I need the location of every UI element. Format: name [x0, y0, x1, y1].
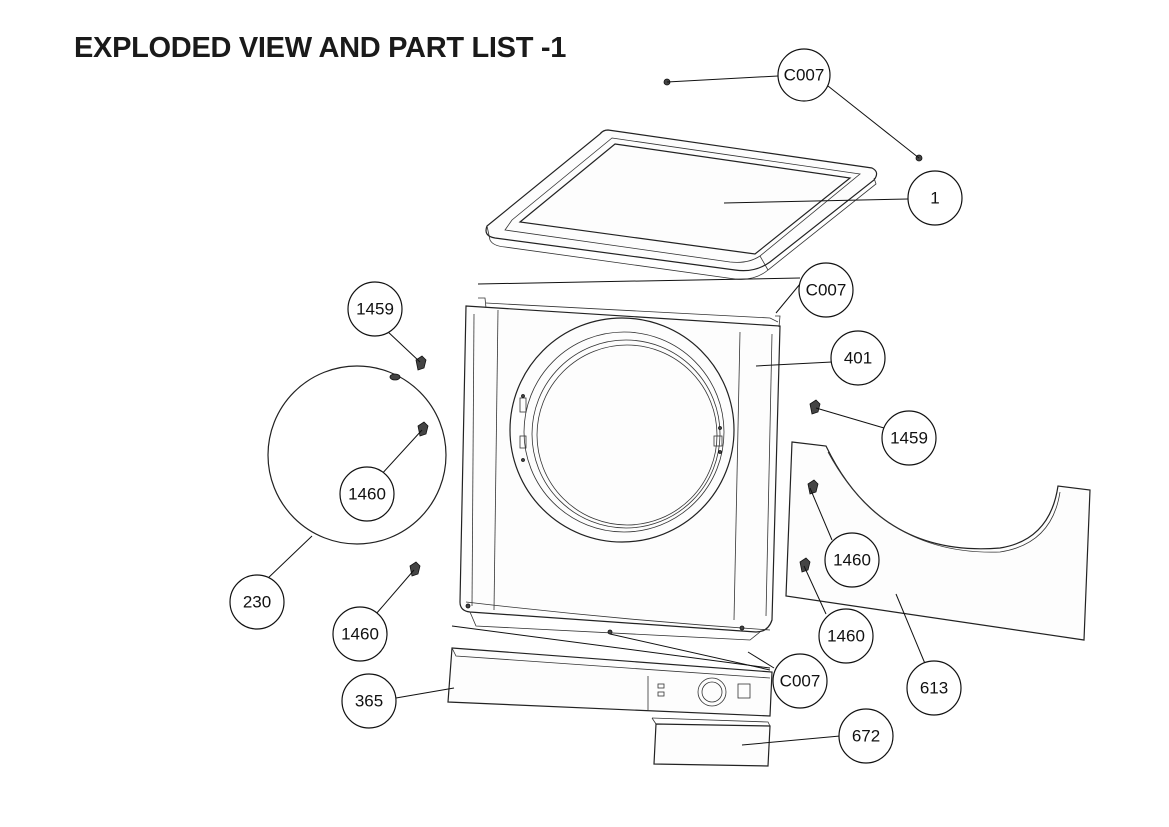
callout-365: 365	[341, 673, 397, 729]
callout-label: 1460	[341, 625, 379, 644]
front-panel-part	[459, 297, 781, 641]
callout-label: 1459	[890, 429, 928, 448]
hinge-clips	[409, 78, 923, 577]
callout-1460-circle: 1460	[339, 466, 395, 522]
callout-label: 1460	[827, 627, 865, 646]
callout-672: 672	[838, 708, 894, 764]
callout-label: 1460	[833, 551, 871, 570]
callout-label: 1	[930, 189, 939, 208]
callout-1459-right: 1459	[881, 410, 937, 466]
rear-panel-part	[785, 441, 1091, 641]
control-panel-part	[447, 647, 773, 717]
callout-c007-bottom: C007	[772, 653, 828, 709]
page-title: EXPLODED VIEW AND PART LIST -1	[74, 32, 567, 64]
callout-230: 230	[229, 574, 285, 630]
callout-613: 613	[906, 660, 962, 716]
callout-label: C007	[784, 66, 825, 85]
callout-label: 672	[852, 727, 880, 746]
door-glass-part	[267, 365, 447, 545]
callout-c007-mid: C007	[798, 262, 854, 318]
callout-label: 1459	[356, 300, 394, 319]
callout-part-1: 1	[907, 170, 963, 226]
callout-label: 1460	[348, 485, 386, 504]
callout-label: C007	[780, 672, 821, 691]
callout-label: 365	[355, 692, 383, 711]
callout-label: 230	[243, 593, 271, 612]
top-cover-part	[485, 129, 878, 280]
drawer-panel-part	[651, 717, 771, 767]
callout-1460-left: 1460	[332, 606, 388, 662]
callout-401: 401	[830, 330, 886, 386]
leader-lines	[265, 75, 927, 746]
callout-1460-right-lower: 1460	[818, 608, 874, 664]
callout-label: C007	[806, 281, 847, 300]
callout-1460-right-upper: 1460	[824, 532, 880, 588]
callout-label: 613	[920, 679, 948, 698]
callout-1459-left: 1459	[347, 281, 403, 337]
callout-c007-top: C007	[777, 48, 831, 102]
callout-label: 401	[844, 349, 872, 368]
